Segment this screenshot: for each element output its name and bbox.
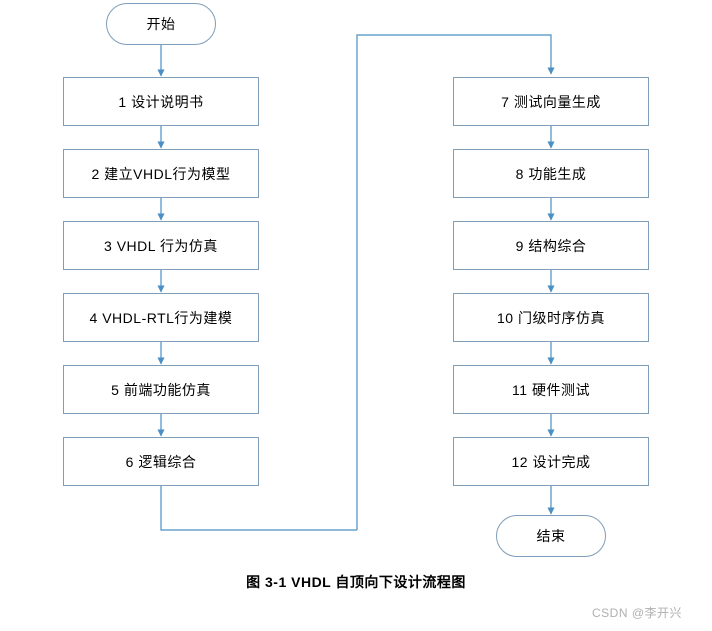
node-start-label: 开始 [146, 16, 176, 32]
node-step1-label: 1 设计说明书 [118, 93, 204, 110]
node-step11[interactable]: 11 硬件测试 [453, 365, 649, 414]
node-end[interactable]: 结束 [496, 515, 606, 557]
node-step7-label: 7 测试向量生成 [501, 93, 601, 110]
node-step6[interactable]: 6 逻辑综合 [63, 437, 259, 486]
node-step5[interactable]: 5 前端功能仿真 [63, 365, 259, 414]
node-step11-label: 11 硬件测试 [512, 381, 590, 398]
csdn-watermark: CSDN @李开兴 [592, 606, 683, 620]
node-step5-label: 5 前端功能仿真 [111, 381, 211, 398]
node-step12[interactable]: 12 设计完成 [453, 437, 649, 486]
node-step9[interactable]: 9 结构综合 [453, 221, 649, 270]
node-step9-label: 9 结构综合 [515, 237, 587, 254]
node-step10-label: 10 门级时序仿真 [497, 309, 605, 326]
node-step4[interactable]: 4 VHDL-RTL行为建模 [63, 293, 259, 342]
node-step3[interactable]: 3 VHDL 行为仿真 [63, 221, 259, 270]
figure-caption: 图 3-1 VHDL 自顶向下设计流程图 [246, 574, 466, 590]
node-step7[interactable]: 7 测试向量生成 [453, 77, 649, 126]
node-start[interactable]: 开始 [106, 3, 216, 45]
node-step8-label: 8 功能生成 [515, 165, 587, 182]
node-step12-label: 12 设计完成 [511, 453, 591, 470]
node-step6-label: 6 逻辑综合 [125, 453, 197, 470]
node-step8[interactable]: 8 功能生成 [453, 149, 649, 198]
node-step2-label: 2 建立VHDL行为模型 [91, 165, 231, 182]
node-step3-label: 3 VHDL 行为仿真 [104, 237, 218, 254]
node-step10[interactable]: 10 门级时序仿真 [453, 293, 649, 342]
node-step4-label: 4 VHDL-RTL行为建模 [89, 309, 233, 326]
node-end-label: 结束 [536, 528, 566, 544]
node-step1[interactable]: 1 设计说明书 [63, 77, 259, 126]
node-step2[interactable]: 2 建立VHDL行为模型 [63, 149, 259, 198]
